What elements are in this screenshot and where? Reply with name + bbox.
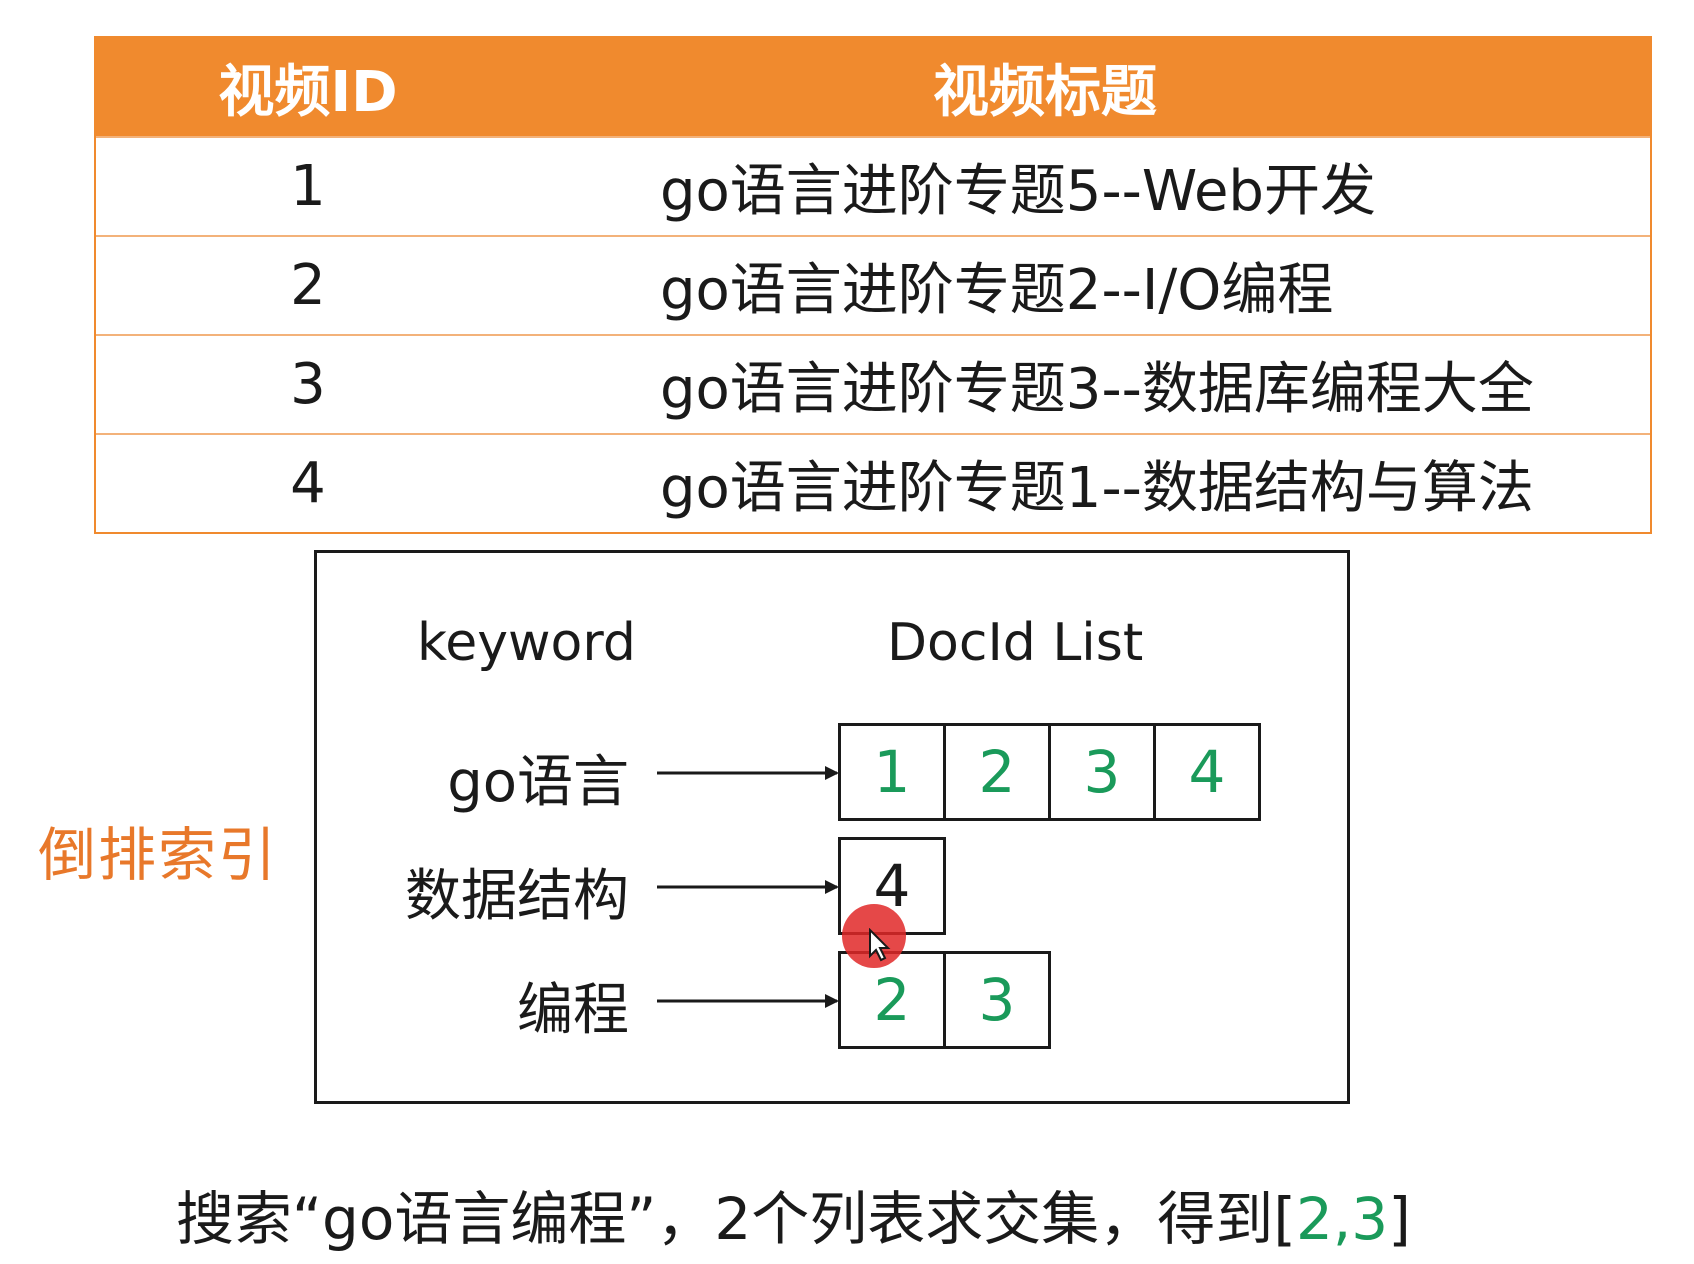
doc-cell: 2 [838, 951, 946, 1049]
caption: 搜索“go语言编程”，2个列表求交集，得到[2,3] [176, 1172, 1411, 1256]
doc-cell: 1 [838, 723, 946, 821]
table-row: 3 go语言进阶专题3--数据库编程大全 [96, 334, 1650, 433]
row-id: 3 [290, 352, 326, 417]
table-row: 4 go语言进阶专题1--数据结构与算法 [96, 433, 1650, 532]
caption-open-bracket: [ [1273, 1185, 1296, 1253]
table-row: 1 go语言进阶专题5--Web开发 [96, 136, 1650, 235]
inverted-index-label: 倒排索引 [38, 821, 279, 889]
caption-close-bracket: ] [1388, 1185, 1411, 1253]
row-id: 2 [290, 253, 326, 318]
docid-list-column-header: DocId List [887, 613, 1144, 673]
keyword-data-structure: 数据结构 [405, 864, 629, 929]
doc-cell: 3 [943, 951, 1051, 1049]
doc-cell: 4 [1153, 723, 1261, 821]
row-title: go语言进阶专题3--数据库编程大全 [660, 357, 1534, 422]
doc-cell: 3 [1048, 723, 1156, 821]
doc-cell: 2 [943, 723, 1051, 821]
row-id: 1 [290, 154, 326, 219]
caption-result: 2,3 [1295, 1185, 1389, 1253]
header-video-title: 视频标题 [933, 59, 1157, 125]
keyword-go: go语言 [447, 750, 629, 815]
row-title: go语言进阶专题5--Web开发 [660, 159, 1376, 224]
header-video-id: 视频ID [218, 59, 398, 125]
row-title: go语言进阶专题2--I/O编程 [660, 258, 1334, 323]
inverted-index-diagram: keyword DocId List go语言 1 2 3 4 数据结构 4 编… [314, 550, 1350, 1104]
mouse-pointer-icon [869, 928, 891, 962]
table-row: 2 go语言进阶专题2--I/O编程 [96, 235, 1650, 334]
keyword-column-header: keyword [417, 613, 636, 673]
row-id: 4 [290, 451, 326, 516]
arrows-layer [657, 766, 839, 1008]
caption-text: 搜索“go语言编程”，2个列表求交集，得到 [176, 1185, 1274, 1253]
table-header: 视频ID 视频标题 [96, 38, 1650, 136]
row-title: go语言进阶专题1--数据结构与算法 [660, 456, 1534, 521]
video-table: 视频ID 视频标题 1 go语言进阶专题5--Web开发 2 go语言进阶专题2… [94, 36, 1652, 534]
keyword-programming: 编程 [517, 978, 629, 1043]
